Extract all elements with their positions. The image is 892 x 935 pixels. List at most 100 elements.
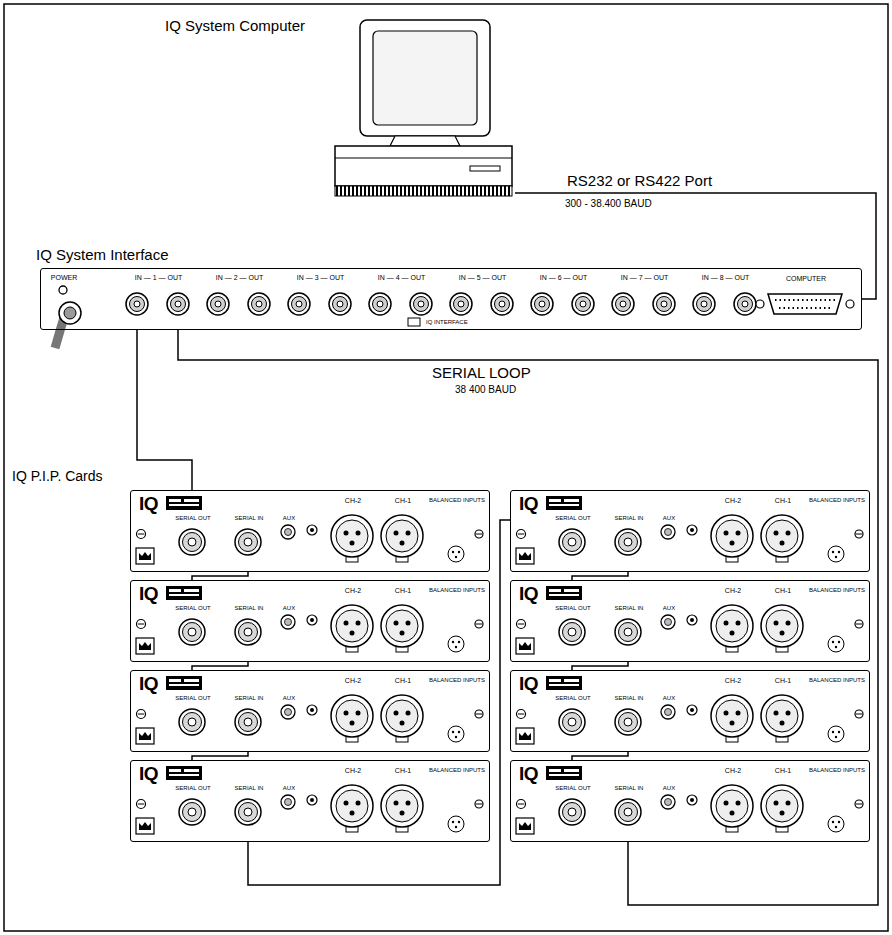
in-jack <box>369 293 391 315</box>
panel-label: SERIAL OUT <box>175 515 210 522</box>
panel-label: CH-2 <box>345 497 361 505</box>
out-jack <box>653 293 675 315</box>
panel-label: SERIAL IN <box>235 605 264 612</box>
computer-unit: IQ System Computer <box>330 15 515 205</box>
out-jack <box>329 293 351 315</box>
panel-label: CH-2 <box>725 767 741 775</box>
power-cable <box>55 318 64 348</box>
panel-label: AUX <box>663 785 675 792</box>
in-jack <box>207 293 229 315</box>
logo-text: IQ <box>519 763 538 785</box>
page-frame <box>4 4 888 931</box>
panel-label: BALANCED INPUTS <box>429 497 485 504</box>
out-jack <box>734 293 756 315</box>
panel-label: POWER <box>51 274 77 282</box>
panel-label: AUX <box>283 695 295 702</box>
note-label: IQ P.I.P. Cards <box>12 468 103 484</box>
panel-label: AUX <box>663 605 675 612</box>
db25-pins <box>775 299 835 301</box>
logo-text: IQ <box>519 673 538 695</box>
pip-card: IQSERIAL OUTSERIAL INAUXCH-2CH-1BALANCED… <box>130 490 490 572</box>
panel-label: SERIAL IN <box>235 695 264 702</box>
panel-label: SERIAL OUT <box>555 695 590 702</box>
panel-label: BALANCED INPUTS <box>809 677 865 684</box>
in-jack <box>450 293 472 315</box>
cable-core <box>64 307 76 319</box>
panel-label: BALANCED INPUTS <box>429 587 485 594</box>
computer-illustration <box>335 20 512 196</box>
db25-connector <box>768 294 842 314</box>
panel-label: BALANCED INPUTS <box>429 767 485 774</box>
db25-screw <box>756 300 764 308</box>
serial-cable <box>248 520 510 885</box>
serial-cable <box>515 193 876 299</box>
panel-label: AUX <box>283 785 295 792</box>
panel-label: CH-1 <box>395 587 411 595</box>
unit-vents <box>335 186 512 196</box>
drive-slot <box>470 166 500 171</box>
out-jack <box>491 293 513 315</box>
logo-text: IQ <box>139 493 158 515</box>
panel-label: SERIAL IN <box>235 785 264 792</box>
logo-text: IQ <box>139 673 158 695</box>
panel-label: IN — 1 — OUT <box>135 274 182 282</box>
panel-label: AUX <box>663 695 675 702</box>
serial-cable <box>572 752 628 760</box>
panel-label: SERIAL OUT <box>555 515 590 522</box>
out-jack <box>572 293 594 315</box>
panel-label: IN — 5 — OUT <box>459 274 506 282</box>
panel-label: BALANCED INPUTS <box>809 497 865 504</box>
monitor-screen <box>373 31 477 125</box>
power-led <box>59 286 67 294</box>
panel-label: AUX <box>283 605 295 612</box>
db25-pins <box>779 307 831 309</box>
edge-label: RS232 or RS422 Port <box>565 172 714 189</box>
panel-label: CH-1 <box>395 677 411 685</box>
monitor-stand <box>390 136 460 146</box>
pip-card: IQSERIAL OUTSERIAL INAUXCH-2CH-1BALANCED… <box>510 580 870 662</box>
in-jack <box>693 293 715 315</box>
interface-illustration <box>55 286 854 348</box>
panel-label: IQ INTERFACE <box>426 319 468 326</box>
in-jack <box>288 293 310 315</box>
in-jack <box>126 293 148 315</box>
panel-label: CH-1 <box>775 587 791 595</box>
card-face <box>136 586 483 654</box>
panel-label: IN — 3 — OUT <box>297 274 344 282</box>
panel-label: CH-1 <box>395 767 411 775</box>
cable-gland <box>59 302 81 324</box>
system-unit <box>335 146 512 186</box>
interface-logo <box>408 318 420 326</box>
panel-label: SERIAL IN <box>235 515 264 522</box>
note-label: 38 400 BAUD <box>455 384 516 396</box>
panel-label: SERIAL OUT <box>555 605 590 612</box>
panel-label: IN — 8 — OUT <box>702 274 749 282</box>
serial-cable <box>192 662 248 670</box>
panel-label: AUX <box>663 515 675 522</box>
serial-cable <box>572 572 628 580</box>
panel-label: IN — 6 — OUT <box>540 274 587 282</box>
panel-label: BALANCED INPUTS <box>809 587 865 594</box>
unit-seam <box>335 158 512 159</box>
pip-card: IQSERIAL OUTSERIAL INAUXCH-2CH-1BALANCED… <box>510 760 870 842</box>
logo-text: IQ <box>519 583 538 605</box>
card-face <box>516 766 863 834</box>
logo-text: IQ <box>139 763 158 785</box>
panel-label: CH-2 <box>345 587 361 595</box>
in-jack <box>612 293 634 315</box>
out-jack <box>410 293 432 315</box>
panel-label: CH-2 <box>345 677 361 685</box>
logo-text: IQ <box>519 493 538 515</box>
pip-card: IQSERIAL OUTSERIAL INAUXCH-2CH-1BALANCED… <box>510 490 870 572</box>
card-face <box>136 496 483 564</box>
interface-panel: IQ System InterfacePOWERIN — 1 — OUTIN —… <box>40 268 862 330</box>
serial-cable <box>192 572 248 580</box>
panel-label: BALANCED INPUTS <box>809 767 865 774</box>
db25-screw <box>846 300 854 308</box>
panel-label: CH-2 <box>345 767 361 775</box>
panel-label: IN — 2 — OUT <box>216 274 263 282</box>
pip-card: IQSERIAL OUTSERIAL INAUXCH-2CH-1BALANCED… <box>510 670 870 752</box>
serial-cable <box>137 330 192 490</box>
out-jack <box>167 293 189 315</box>
